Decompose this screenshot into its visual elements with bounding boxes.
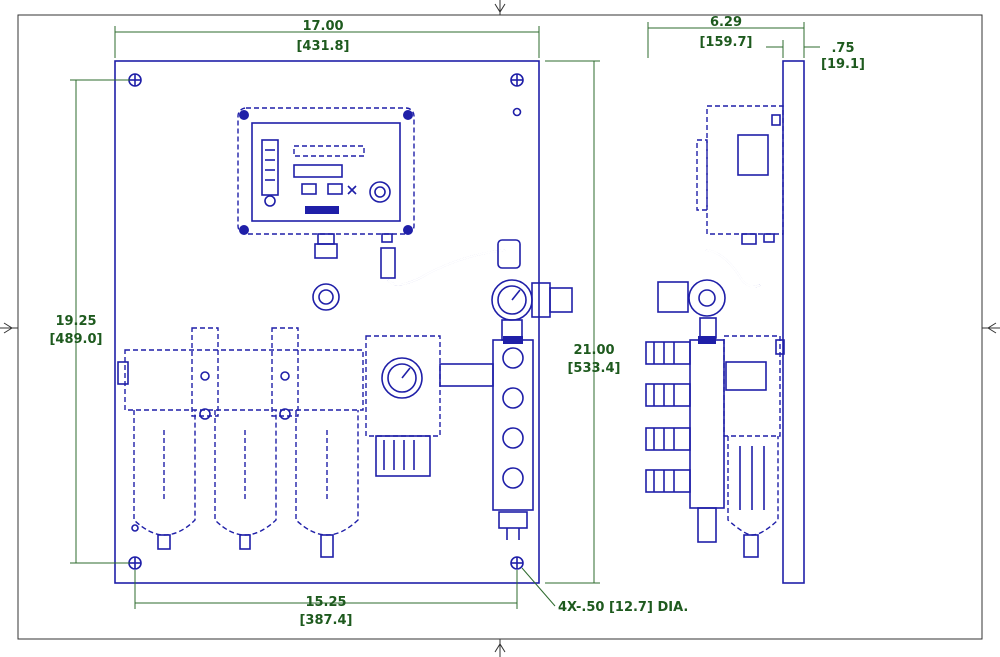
dim-width-top-value: 17.00 (302, 19, 343, 34)
dimension-labels: 17.00 [431.8] 19.25 [489.0] 21.00 [533.4… (49, 15, 864, 628)
side-manifold (645, 336, 725, 543)
side-enclosure (696, 105, 784, 245)
control-enclosure (237, 107, 415, 259)
side-plate (782, 60, 805, 584)
dim-side-depth-value: 6.29 (710, 15, 742, 30)
filter-bank (117, 327, 364, 558)
side-filters (723, 335, 785, 558)
dim-height-right-value: 21.00 (573, 343, 614, 358)
front-view (70, 26, 600, 609)
centering-mark-left-icon (0, 322, 18, 334)
drawing-border (17, 14, 983, 640)
dimension-lines-side (647, 22, 820, 58)
side-view (645, 22, 820, 584)
centering-mark-right-icon (982, 322, 1000, 334)
dimension-lines-front (70, 26, 600, 609)
dim-height-left-metric: [489.0] (49, 332, 102, 347)
mounting-plate (114, 60, 540, 584)
mounting-holes (128, 73, 524, 570)
filter-regulator (365, 335, 441, 477)
centering-mark-bottom-icon (494, 639, 506, 657)
dim-plate-thickness-value: .75 (831, 41, 854, 56)
dim-side-depth-metric: [159.7] (699, 35, 752, 50)
bulkhead-fitting (312, 283, 340, 311)
centering-mark-top-icon (494, 0, 506, 15)
dim-height-left-value: 19.25 (55, 314, 96, 329)
dim-plate-thickness-metric: [19.1] (821, 57, 865, 72)
dim-height-right-metric: [533.4] (567, 361, 620, 376)
distribution-manifold (439, 336, 534, 540)
dim-hole-note: 4X-.50 [12.7] DIA. (558, 600, 688, 615)
pressure-regulator-gauge (491, 279, 573, 341)
dim-width-bottom-value: 15.25 (305, 595, 346, 610)
dim-width-top-metric: [431.8] (296, 39, 349, 54)
dim-width-bottom-metric: [387.4] (299, 613, 352, 628)
side-regulator (657, 249, 761, 339)
tubing (380, 239, 521, 286)
